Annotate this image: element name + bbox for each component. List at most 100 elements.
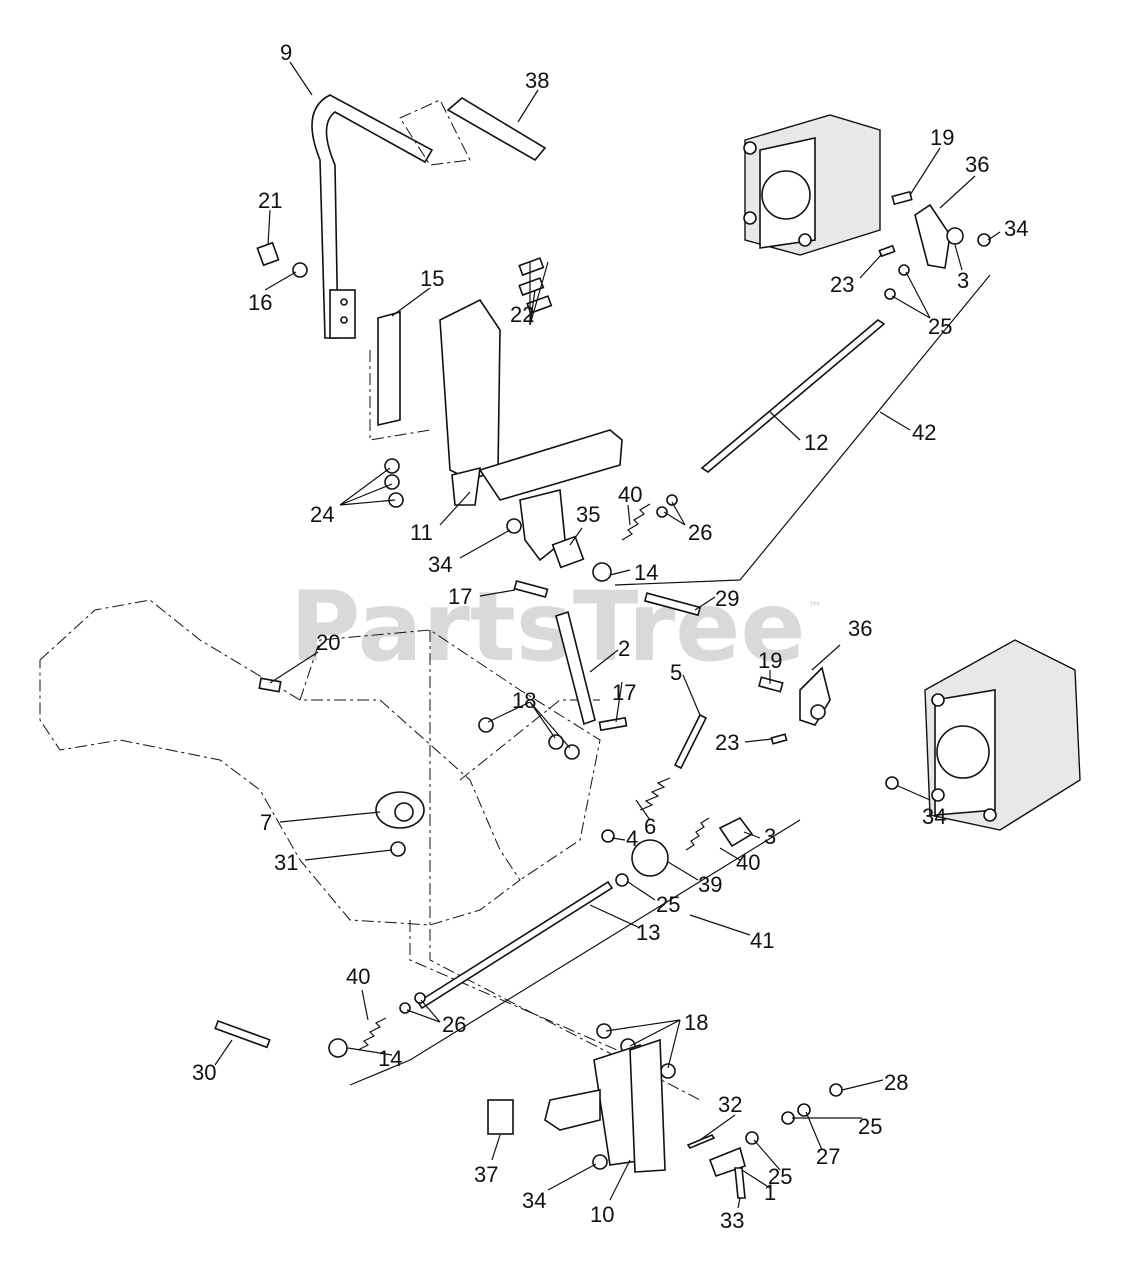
nut-part-26-upper-b: [666, 494, 678, 506]
nut-part-25-mid: [615, 873, 629, 887]
callout-36-upper: 36: [965, 152, 989, 177]
washer-part-28: [829, 1083, 843, 1097]
nut-part-26-lower-a: [399, 1002, 411, 1014]
rod-part-12: [700, 319, 886, 473]
callout-17-lower: 17: [612, 680, 636, 705]
bolt-part-19-upper: [891, 190, 913, 206]
washer-part-27: [797, 1103, 811, 1117]
callout-19-upper: 19: [930, 125, 954, 150]
callout-39: 39: [698, 872, 722, 897]
callout-34-lower: 34: [522, 1188, 546, 1213]
nut-part-31: [390, 841, 406, 857]
spring-part-40-lower: [357, 1017, 387, 1051]
callout-32: 32: [718, 1092, 742, 1117]
nut-part-34-upper: [506, 518, 522, 534]
callout-3-upper: 3: [957, 268, 969, 293]
callout-38: 38: [525, 68, 549, 93]
bolt-part-30: [214, 1019, 271, 1049]
callout-1: 1: [764, 1180, 776, 1205]
bolt-part-17-upper: [513, 580, 549, 598]
callout-5: 5: [670, 660, 682, 685]
callout-27: 27: [816, 1144, 840, 1169]
plate-part-36-upper: [914, 203, 951, 269]
callout-18-lower: 18: [684, 1010, 708, 1035]
nut-part-18-mid-b: [548, 734, 564, 750]
callout-28: 28: [884, 1070, 908, 1095]
callout-13: 13: [636, 920, 660, 945]
rod-end-part-14-upper: [592, 562, 612, 582]
bracket-part-10: [544, 1038, 666, 1173]
bearing-part-7: [375, 791, 425, 829]
callout-25-mid: 25: [656, 892, 680, 917]
watermark-trademark: ™: [808, 600, 822, 616]
callout-29: 29: [715, 586, 739, 611]
nuts-part-24: [384, 458, 404, 508]
callout-15: 15: [420, 266, 444, 291]
bolt-part-29: [643, 592, 702, 617]
callout-6: 6: [644, 814, 656, 839]
callout-23-upper: 23: [830, 272, 854, 297]
callout-18-mid: 18: [512, 688, 536, 713]
callout-14-lower: 14: [378, 1046, 402, 1071]
nut-part-26-upper-a: [656, 506, 668, 518]
callout-36-lower: 36: [848, 616, 872, 641]
callout-40-lower: 40: [346, 964, 370, 989]
callout-16: 16: [248, 290, 272, 315]
linkage-line-41: [349, 819, 801, 1086]
handle-grip-part-38: [399, 97, 547, 166]
screw-part-23-lower: [770, 733, 788, 745]
rod-end-part-14-lower: [328, 1038, 348, 1058]
nut-part-26-lower-b: [414, 992, 426, 1004]
callout-14-upper: 14: [634, 560, 658, 585]
callout-25-lower: 25: [768, 1164, 792, 1189]
control-handle-part-9: [311, 94, 434, 339]
callout-4: 4: [626, 826, 638, 851]
callout-17-upper: 17: [448, 584, 472, 609]
bolt-part-5: [673, 713, 708, 770]
callout-labels: 9 38 21 16 15 22 24 11 34 35 40 14 26 12…: [192, 40, 1028, 1233]
callout-40-upper: 40: [618, 482, 642, 507]
nut-part-34-lower: [592, 1154, 608, 1170]
pin-part-33: [734, 1167, 746, 1199]
callout-12: 12: [804, 430, 828, 455]
callout-25-upper: 25: [928, 314, 952, 339]
transmission-lower: [924, 639, 1081, 831]
callout-23-lower: 23: [715, 730, 739, 755]
bracket-part-11: [439, 298, 623, 562]
spring-part-6: [639, 777, 671, 811]
pin-part-32: [686, 1134, 716, 1149]
bolt-part-17-lower: [598, 716, 628, 732]
nut-part-25-upper-a: [898, 264, 910, 276]
spring-part-40-upper: [621, 503, 651, 541]
spacer-part-37: [487, 1099, 514, 1135]
damper-part-2: [555, 610, 596, 726]
spacer-part-35: [551, 535, 585, 569]
bolt-part-21: [256, 241, 280, 267]
nut-part-4: [601, 829, 615, 843]
callout-24: 24: [310, 502, 334, 527]
callout-20: 20: [316, 630, 340, 655]
rod-end-part-3-lower: [718, 816, 754, 848]
callout-40-mid: 40: [736, 850, 760, 875]
callout-34-upper-right: 34: [1004, 216, 1028, 241]
callout-26-upper: 26: [688, 520, 712, 545]
callout-30: 30: [192, 1060, 216, 1085]
callout-31: 31: [274, 850, 298, 875]
nut-part-18-lower-a: [596, 1023, 612, 1039]
screw-part-23-upper: [878, 244, 896, 258]
callout-37: 37: [474, 1162, 498, 1187]
bolt-part-19-lower: [758, 676, 784, 693]
callout-21: 21: [258, 188, 282, 213]
callout-7: 7: [260, 810, 272, 835]
callout-11: 11: [410, 520, 433, 545]
callout-22: 22: [510, 302, 534, 327]
nut-part-34-lower-right: [885, 776, 899, 790]
callout-10: 10: [590, 1202, 614, 1227]
transmission-upper: [743, 114, 881, 256]
leader-lines: [214, 61, 1001, 1209]
bolt-part-20: [258, 677, 282, 693]
callout-26-lower: 26: [442, 1012, 466, 1037]
callout-42: 42: [912, 420, 936, 445]
callout-34-upper-left: 34: [428, 552, 452, 577]
